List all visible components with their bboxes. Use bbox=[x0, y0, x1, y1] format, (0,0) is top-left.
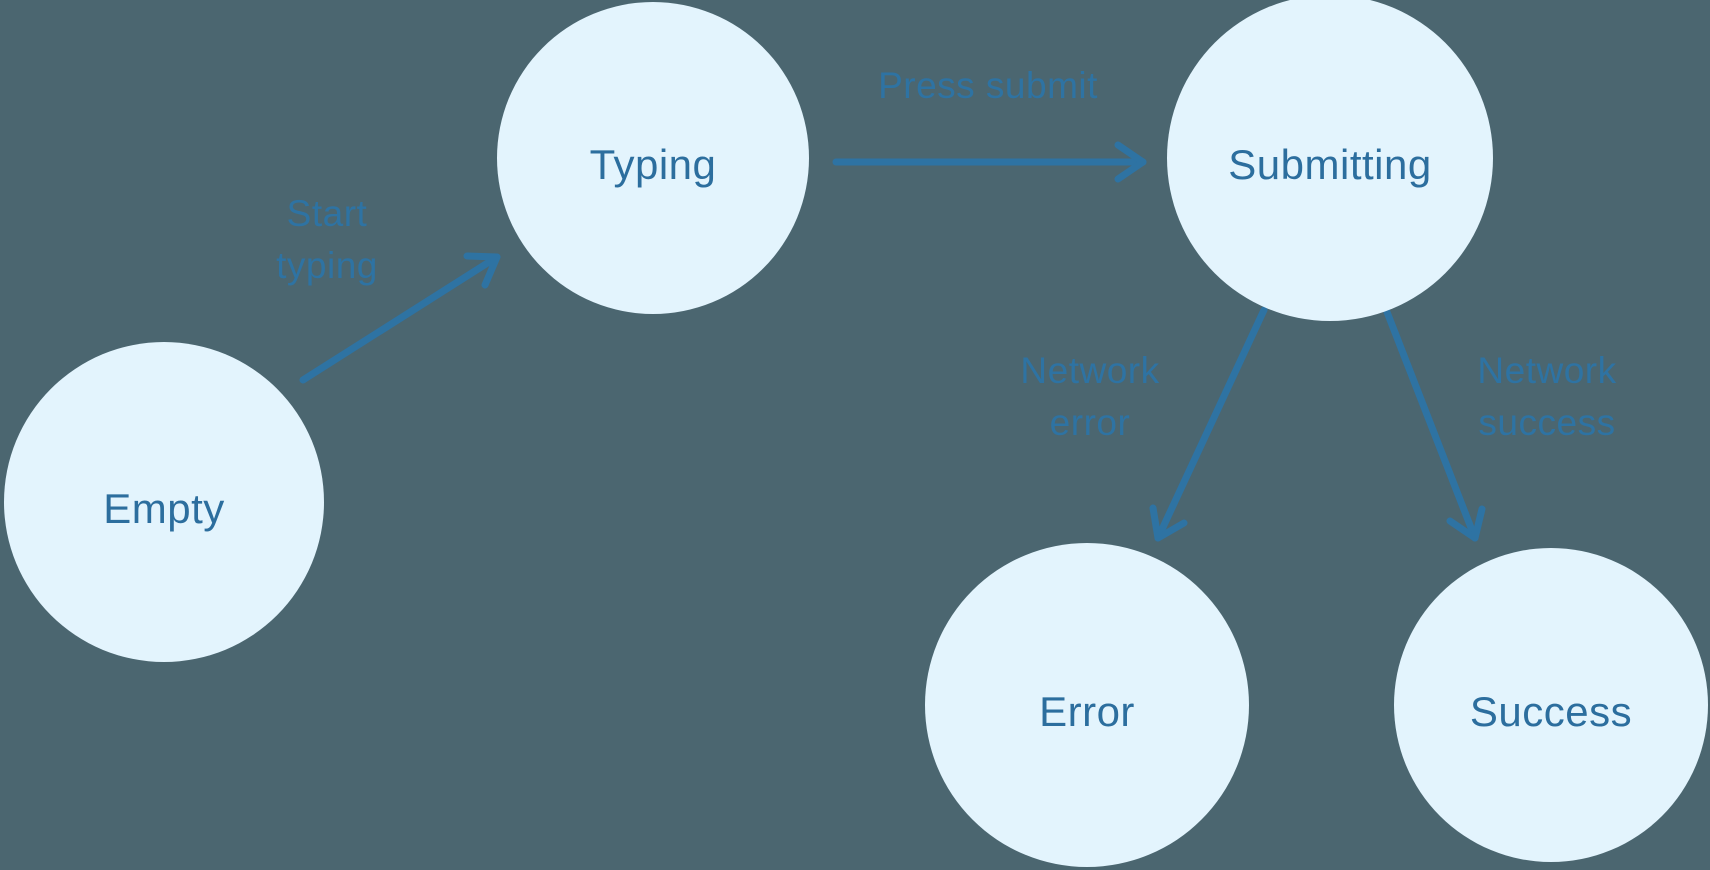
transition-arrow-start-typing bbox=[299, 252, 501, 384]
state-label-typing: Typing bbox=[589, 141, 717, 188]
transition-arrow-network-success bbox=[1383, 308, 1486, 542]
state-node-success: Success bbox=[1394, 548, 1708, 862]
transition-label-line: error bbox=[1049, 402, 1131, 443]
state-label-error: Error bbox=[1039, 688, 1135, 735]
state-node-typing: Typing bbox=[497, 2, 809, 314]
state-node-error: Error bbox=[925, 543, 1249, 867]
transition-label-press-submit: Press submit bbox=[878, 60, 1098, 112]
transition-label-network-error: Network error bbox=[1020, 345, 1159, 449]
state-node-empty: Empty bbox=[4, 342, 324, 662]
transition-label-start-typing: Start typing bbox=[276, 188, 378, 292]
transition-label-network-success: Network success bbox=[1477, 345, 1616, 449]
state-node-submitting: Submitting bbox=[1167, 0, 1493, 321]
transition-label-line: Press submit bbox=[878, 65, 1098, 106]
transition-arrow-network-error bbox=[1149, 306, 1268, 542]
transition-label-line: Network bbox=[1477, 350, 1617, 391]
transition-label-line: typing bbox=[276, 245, 378, 286]
state-label-success: Success bbox=[1469, 688, 1633, 735]
state-label-empty: Empty bbox=[103, 485, 225, 532]
transition-label-line: success bbox=[1478, 402, 1616, 443]
transition-label-line: Network bbox=[1020, 350, 1160, 391]
transition-arrow-press-submit bbox=[832, 141, 1147, 183]
transition-label-line: Start bbox=[286, 193, 368, 234]
state-label-submitting: Submitting bbox=[1228, 141, 1432, 188]
